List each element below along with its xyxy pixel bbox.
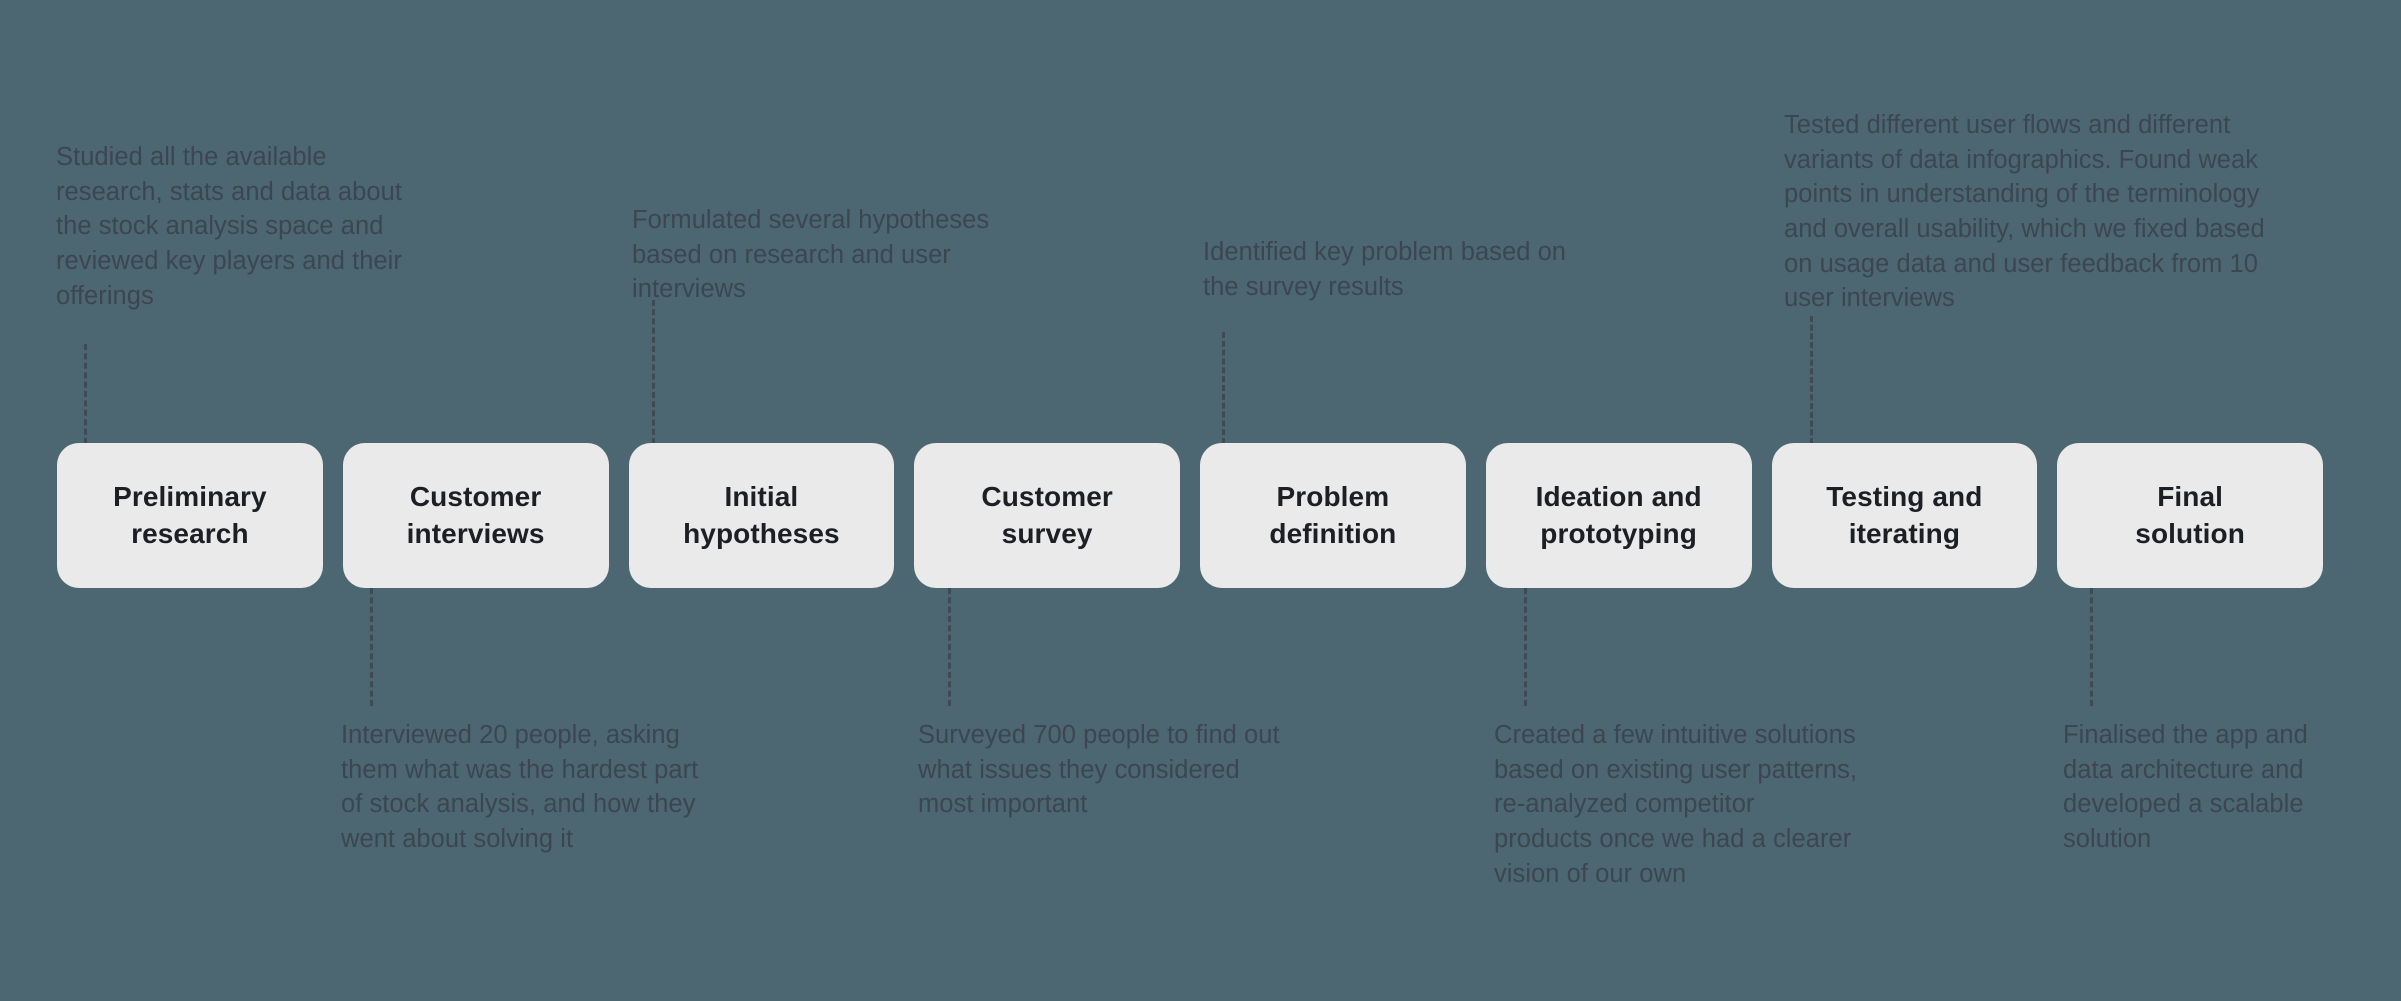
step-node-problem-definition[interactable]: Problem definition	[1200, 443, 1466, 588]
step-node-testing-and-iterating[interactable]: Testing and iterating	[1771, 443, 2038, 588]
annotation-problem-definition: Identified key problem based on the surv…	[1203, 238, 1567, 301]
step-label: Problem definition	[1269, 480, 1397, 549]
annotation-customer-interviews: Interviewed 20 people, asking them what …	[341, 721, 699, 854]
connector-line-ideation-and-prototyping	[1524, 588, 1527, 706]
annotation-customer-survey: Surveyed 700 people to find out what iss…	[918, 721, 1280, 819]
connector-line-testing-and-iterating	[1810, 316, 1813, 444]
step-label: Customer survey	[981, 480, 1113, 549]
step-label: Customer interviews	[406, 480, 545, 549]
annotation-preliminary-research: Studied all the available research, stat…	[56, 143, 402, 310]
connector-line-preliminary-research	[84, 344, 87, 444]
connector-line-problem-definition	[1222, 332, 1225, 444]
step-label: Preliminary research	[113, 480, 267, 549]
step-label: Final solution	[2135, 480, 2245, 549]
step-node-initial-hypotheses[interactable]: Initial hypotheses	[628, 443, 895, 588]
step-label: Initial hypotheses	[683, 480, 840, 549]
connector-line-initial-hypotheses	[652, 300, 655, 444]
process-steps-row: Preliminary research Customer interviews…	[57, 443, 2323, 588]
step-node-ideation-and-prototyping[interactable]: Ideation and prototyping	[1485, 443, 1752, 588]
annotation-testing-and-iterating: Tested different user flows and differen…	[1784, 111, 2265, 313]
annotation-final-solution: Finalised the app and data architecture …	[2063, 721, 2308, 854]
step-label: Testing and iterating	[1826, 480, 1983, 549]
connector-line-customer-survey	[948, 588, 951, 706]
step-label: Ideation and prototyping	[1535, 480, 1702, 549]
step-node-customer-survey[interactable]: Customer survey	[914, 443, 1180, 588]
annotation-initial-hypotheses: Formulated several hypotheses based on r…	[632, 206, 990, 304]
annotation-ideation-and-prototyping: Created a few intuitive solutions based …	[1494, 721, 1858, 888]
step-node-final-solution[interactable]: Final solution	[2057, 443, 2323, 588]
step-node-customer-interviews[interactable]: Customer interviews	[342, 443, 609, 588]
step-node-preliminary-research[interactable]: Preliminary research	[57, 443, 323, 588]
connector-line-customer-interviews	[370, 588, 373, 706]
connector-line-final-solution	[2090, 588, 2093, 706]
